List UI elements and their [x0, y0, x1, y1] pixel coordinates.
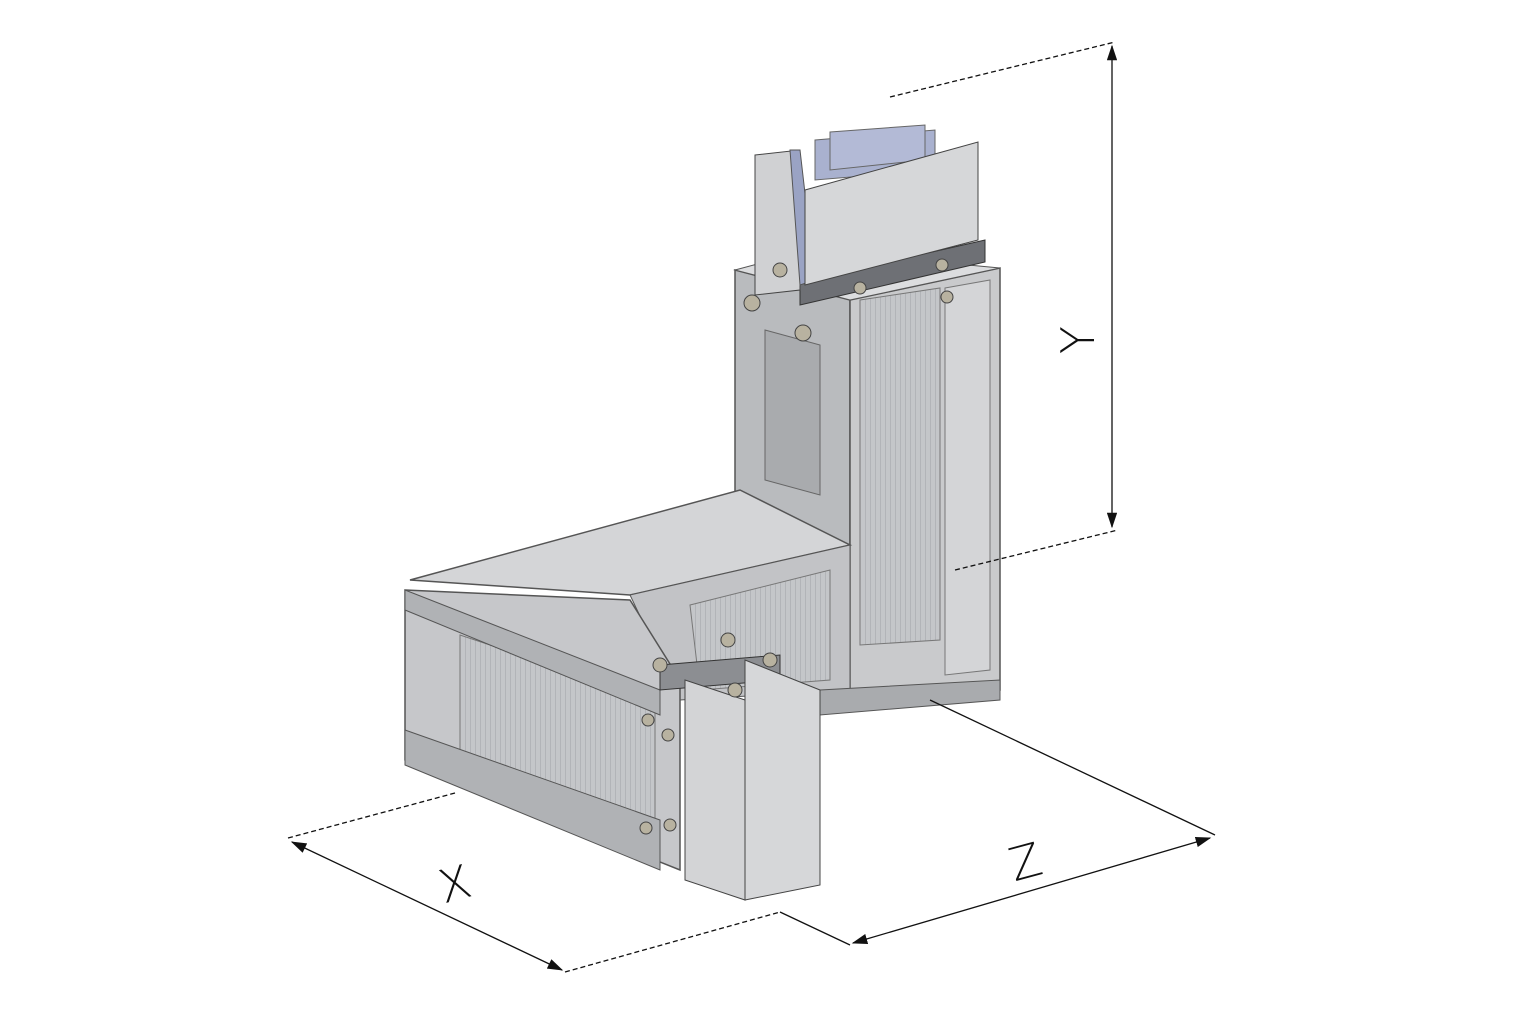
dimension-y: [889, 41, 1119, 571]
dimension-x: [287, 792, 781, 973]
horizontal-section: [404, 489, 1001, 901]
dimension-y-label: Y: [1051, 326, 1105, 354]
dimension-x-label: X: [433, 854, 477, 914]
dimension-z: [779, 699, 1216, 946]
bolts: [639, 258, 954, 835]
dimension-z-label: Z: [1003, 832, 1047, 892]
